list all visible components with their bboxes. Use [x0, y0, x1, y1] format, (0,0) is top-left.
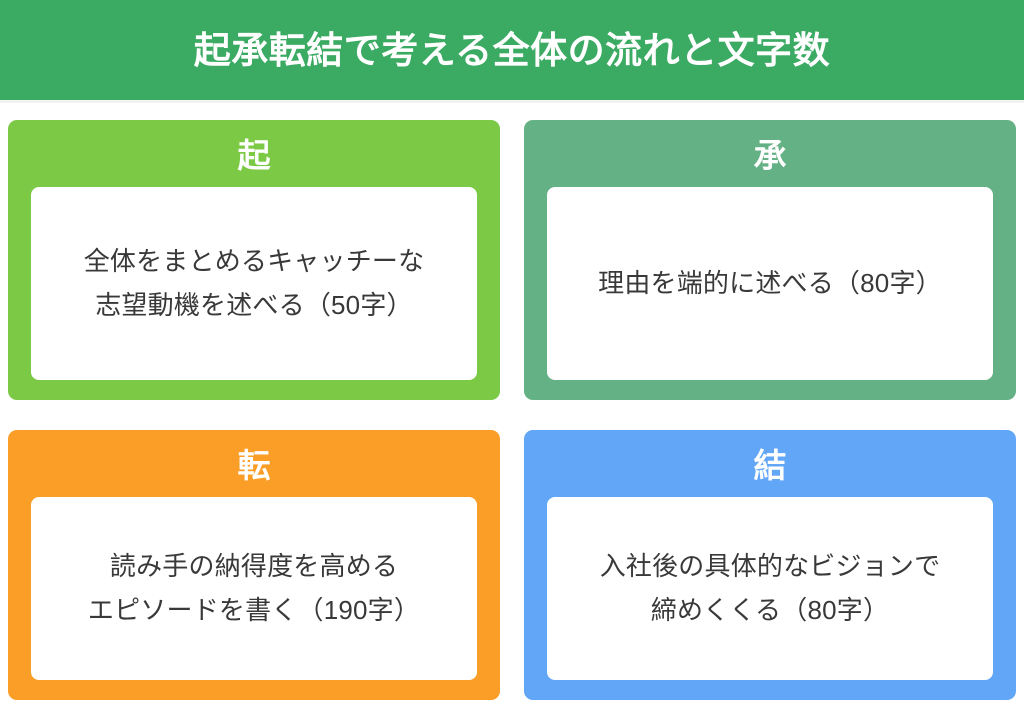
card-ki: 起 全体をまとめるキャッチーな 志望動機を述べる（50字）	[8, 120, 500, 400]
page-title: 起承転結で考える全体の流れと文字数	[193, 29, 831, 71]
card-grid: 起 全体をまとめるキャッチーな 志望動機を述べる（50字） 承 理由を端的に述べ…	[8, 120, 1016, 700]
card-body-sho: 理由を端的に述べる（80字）	[547, 186, 993, 380]
card-body-ten: 読み手の納得度を高める エピソードを書く（190字）	[31, 496, 477, 680]
header-banner: 起承転結で考える全体の流れと文字数	[0, 0, 1024, 100]
card-ketsu: 結 入社後の具体的なビジョンで 締めくくる（80字）	[524, 430, 1016, 700]
card-body-ketsu: 入社後の具体的なビジョンで 締めくくる（80字）	[547, 496, 993, 680]
card-label-ki: 起	[237, 137, 271, 174]
card-text-ki: 全体をまとめるキャッチーな 志望動機を述べる（50字）	[83, 245, 425, 321]
card-sho: 承 理由を端的に述べる（80字）	[524, 120, 1016, 400]
card-ten: 転 読み手の納得度を高める エピソードを書く（190字）	[8, 430, 500, 700]
card-label-ketsu: 結	[753, 447, 787, 484]
card-text-ketsu: 入社後の具体的なビジョンで 締めくくる（80字）	[599, 550, 941, 626]
card-text-ten: 読み手の納得度を高める エピソードを書く（190字）	[87, 550, 421, 626]
card-label-ten: 転	[237, 447, 271, 484]
card-label-sho: 承	[753, 137, 787, 174]
card-text-sho: 理由を端的に述べる（80字）	[598, 267, 942, 298]
header-divider	[0, 100, 1024, 103]
card-body-ki: 全体をまとめるキャッチーな 志望動機を述べる（50字）	[31, 186, 477, 380]
